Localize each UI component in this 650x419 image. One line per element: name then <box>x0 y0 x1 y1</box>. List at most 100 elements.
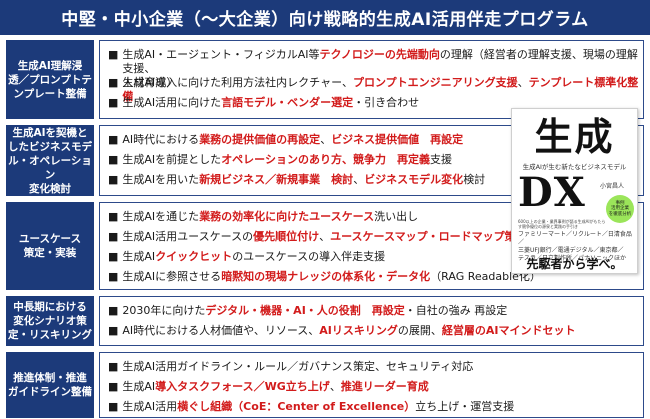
highlight-text: ビジネス提供価値 再設定 <box>331 133 464 146</box>
highlight-text: 新規ビジネス／新規事業 検討 <box>199 173 354 186</box>
bullet-item: ■生成AIを用いた新規ビジネス／新規事業 検討、ビジネスモデル変化検討 <box>108 173 485 187</box>
bullet-item: ■生成AIに参照させる暗黙知の現場ナレッジの体系化・データ化（RAG Reada… <box>108 270 541 284</box>
highlight-text: デジタル・機器・AI・人の役割 再設定 <box>205 304 405 317</box>
bullet-text: 生成AIを用いた新規ビジネス／新規事業 検討、ビジネスモデル変化検討 <box>122 173 485 187</box>
plain-text: 生成AIに参照させる <box>122 270 222 283</box>
plain-text: のユースケースの導入伴走支援 <box>232 250 386 263</box>
bullet-text: 生成AIを前提としたオペレーションのあり方、競争力 再定義支援 <box>122 153 452 167</box>
plain-text: 、 <box>320 133 332 146</box>
bullet-item: ■生成AI活用に向けた言語モデル・ベンダー選定・引き合わせ <box>108 96 419 110</box>
bullet-text: 生成AIに参照させる暗黙知の現場ナレッジの体系化・データ化（RAG Readab… <box>122 270 541 284</box>
section-label: 生成AIを契機と したビジネスモデ ル・オペレーション 変化検討 <box>6 125 94 196</box>
bullet-square-icon: ■ <box>108 324 119 337</box>
highlight-text: 横ぐし組織（CoE：Center of Excellence） <box>177 400 416 413</box>
plain-text: 立ち上げ・運営支援 <box>415 400 515 413</box>
plain-text: の展開、 <box>397 324 442 337</box>
highlight-text: 導入タスクフォース／WG立ち上げ <box>155 380 330 393</box>
bullet-square-icon: ■ <box>108 304 119 317</box>
plain-text: 洗い出し <box>374 210 419 223</box>
bullet-item: ■生成AI活用ガイドライン・ルール／ガバナンス策定、セキュリティ対応 <box>108 360 473 374</box>
section-label: ユースケース 策定・実装 <box>6 202 94 290</box>
plain-text: 生成AI活用 <box>122 400 178 413</box>
book-cover-image: 生成 生成AIが生む新たなビジネスモデル DX 小宮昌人 事例 活用企業 を徹底… <box>511 108 638 274</box>
highlight-text: 業務の効率化に向けたユースケース <box>199 210 375 223</box>
highlight-text: 暗黙知の現場ナレッジの体系化・データ化 <box>221 270 431 283</box>
plain-text: の理解（経営者の理解支援、現場の理解支援、 人材育成） <box>122 48 638 89</box>
bullet-square-icon: ■ <box>108 96 119 109</box>
book-title-top: 生成 <box>534 114 615 159</box>
book-companies: ファミリーマート／リクルート／日清食品／ 三菱UFJ銀行／電通デジタル／東京都／… <box>518 231 632 262</box>
plain-text: 支援 <box>429 153 452 166</box>
section-label: 生成AI理解浸 透／プロンプトテ ンプレート整備 <box>6 40 94 119</box>
plain-text: 、 <box>319 230 331 243</box>
bullet-item: ■2030年に向けたデジタル・機器・AI・人の役割 再設定・自社の強み 再設定 <box>108 304 507 318</box>
plain-text: 生成AIを用いた <box>122 173 200 186</box>
highlight-text: クイックヒット <box>155 250 233 263</box>
highlight-text: AIリスキリング <box>319 324 398 337</box>
plain-text: 生成AI・エージェント・フィジカルAI等 <box>122 48 320 61</box>
bullet-square-icon: ■ <box>108 153 119 166</box>
bullet-square-icon: ■ <box>108 400 119 413</box>
bullet-item: ■生成AI活用横ぐし組織（CoE：Center of Excellence）立ち… <box>108 400 514 414</box>
plain-text: 、 <box>353 173 365 186</box>
highlight-text: プロンプトエンジニアリング支援 <box>352 76 518 89</box>
book-badge: 事例 活用企業 を徹底分析 <box>606 195 634 223</box>
highlight-text: ビジネスモデル変化 <box>364 173 464 186</box>
highlight-text: 言語モデル・ベンダー選定 <box>221 96 354 109</box>
highlight-text: テクノロジーの先端動向 <box>319 48 440 61</box>
book-author: 小宮昌人 <box>600 183 625 190</box>
bullet-square-icon: ■ <box>108 133 119 146</box>
page-title: 中堅・中小企業（〜大企業）向け戦略的生成AI活用伴走プログラム <box>61 10 589 30</box>
bullet-square-icon: ■ <box>108 173 119 186</box>
plain-text: 、 <box>517 76 529 89</box>
section-label: 中長期における 変化シナリオ策 定・リスキリング <box>6 296 94 346</box>
bullet-square-icon: ■ <box>108 76 119 89</box>
book-subtitle: 生成AIが生む新たなビジネスモデル <box>522 163 627 171</box>
highlight-text: ユースケースマップ・ロードマップ策定 <box>330 230 527 243</box>
book-title-bottom: DX <box>518 169 586 216</box>
plain-text: ・自社の強み 再設定 <box>404 304 508 317</box>
bullet-text: 生成AI活用ガイドライン・ルール／ガバナンス策定、セキュリティ対応 <box>122 360 473 374</box>
section-content-box: ■生成AI・エージェント・フィジカルAI等テクノロジーの先端動向の理解（経営者の… <box>99 40 644 119</box>
bullet-text: 生成AI活用ユースケースの優先順位付け、ユースケースマップ・ロードマップ策定 <box>122 230 526 244</box>
plain-text: 検討 <box>463 173 486 186</box>
bullet-item: ■生成AI導入タスクフォース／WG立ち上げ、推進リーダー育成 <box>108 380 429 394</box>
bullet-square-icon: ■ <box>108 210 119 223</box>
plain-text: 生成AI <box>122 250 156 263</box>
bullet-text: AI時代における人材価値や、リソース、AIリスキリングの展開、経営層のAIマイン… <box>122 324 575 338</box>
highlight-text: 経営層のAIマインドセット <box>441 324 576 337</box>
bullet-square-icon: ■ <box>108 230 119 243</box>
book-footer: 先駆者から学べ。 <box>526 257 623 271</box>
bullet-item: ■生成AI活用ユースケースの優先順位付け、ユースケースマップ・ロードマップ策定 <box>108 230 527 244</box>
bullet-item: ■生成AIクイックヒットのユースケースの導入伴走支援 <box>108 250 385 264</box>
bullet-item: ■AI時代における人材価値や、リソース、AIリスキリングの展開、経営層のAIマイ… <box>108 324 576 338</box>
plain-text: 生成AI導入に向けた利用方法社内レクチャー、 <box>122 76 353 89</box>
section-content-box: ■2030年に向けたデジタル・機器・AI・人の役割 再設定・自社の強み 再設定■… <box>99 296 644 346</box>
bullet-text: 2030年に向けたデジタル・機器・AI・人の役割 再設定・自社の強み 再設定 <box>122 304 507 318</box>
bullet-item: ■生成AI・エージェント・フィジカルAI等テクノロジーの先端動向の理解（経営者の… <box>108 48 643 90</box>
plain-text: 生成AI活用に向けた <box>122 96 222 109</box>
bullet-square-icon: ■ <box>108 250 119 263</box>
highlight-text: 優先順位付け <box>253 230 320 243</box>
bullet-text: 生成AIを通じた業務の効率化に向けたユースケース洗い出し <box>122 210 418 224</box>
plain-text: 生成AI活用ユースケースの <box>122 230 254 243</box>
plain-text: AI時代における <box>122 133 200 146</box>
bullet-text: 生成AI導入に向けた利用方法社内レクチャー、プロンプトエンジニアリング支援、テン… <box>122 76 643 104</box>
plain-text: 生成AIを前提とした <box>122 153 222 166</box>
bullet-item: ■生成AIを前提としたオペレーションのあり方、競争力 再定義支援 <box>108 153 452 167</box>
plain-text: 生成AI <box>122 380 156 393</box>
section-label: 推進体制・推進 ガイドライン整備 <box>6 352 94 418</box>
bullet-item: ■AI時代における業務の提供価値の再設定、ビジネス提供価値 再設定 <box>108 133 463 147</box>
bullet-text: 生成AI導入タスクフォース／WG立ち上げ、推進リーダー育成 <box>122 380 428 394</box>
bullet-square-icon: ■ <box>108 380 119 393</box>
plain-text: 2030年に向けた <box>122 304 206 317</box>
plain-text: ・引き合わせ <box>353 96 420 109</box>
bullet-text: 生成AI活用横ぐし組織（CoE：Center of Excellence）立ち上… <box>122 400 514 414</box>
bullet-text: AI時代における業務の提供価値の再設定、ビジネス提供価値 再設定 <box>122 133 463 147</box>
page-header: 中堅・中小企業（〜大企業）向け戦略的生成AI活用伴走プログラム <box>0 0 650 35</box>
book-small-text: 600以上の企業・業界事例が語る生成AIがもたらす競争優位の源泉と実践の手引き <box>518 219 606 229</box>
bullet-square-icon: ■ <box>108 48 119 61</box>
plain-text: AI時代における人材価値や、リソース、 <box>122 324 320 337</box>
bullet-item: ■生成AI導入に向けた利用方法社内レクチャー、プロンプトエンジニアリング支援、テ… <box>108 76 643 104</box>
bullet-item: ■生成AIを通じた業務の効率化に向けたユースケース洗い出し <box>108 210 418 224</box>
